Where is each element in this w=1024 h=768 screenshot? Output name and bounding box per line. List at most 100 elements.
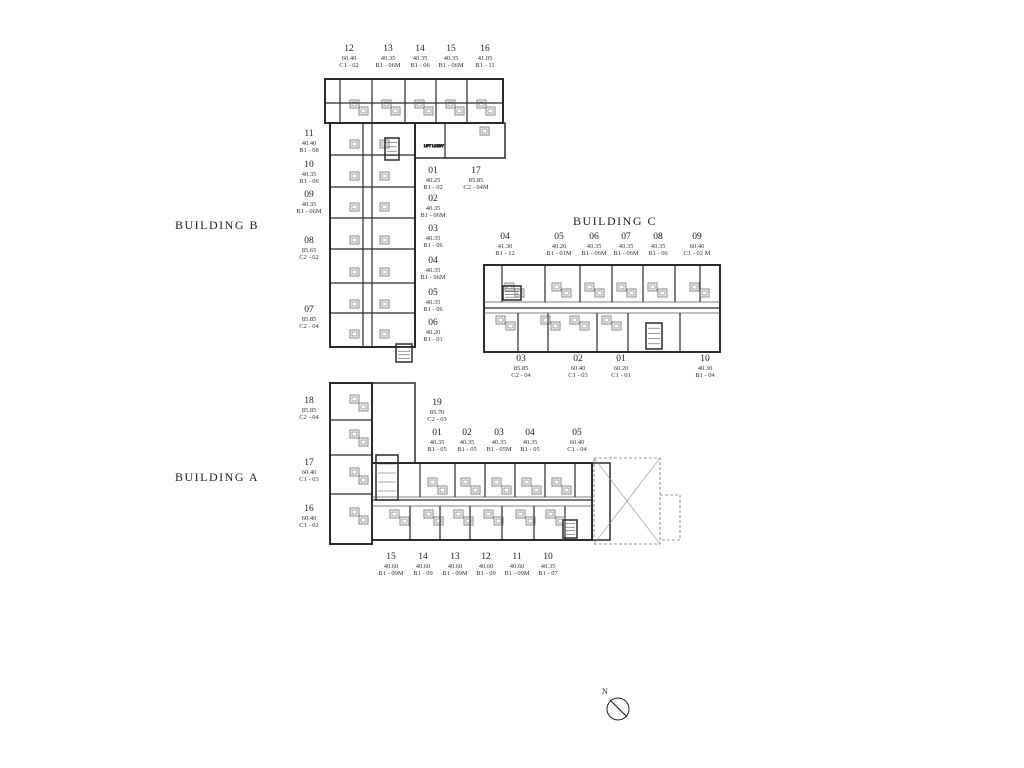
building-a-dashed-annex <box>660 494 681 541</box>
unit-type: B1 - 09M <box>378 569 404 577</box>
unit-type: B1 - 06M <box>438 61 464 69</box>
unit-number: 19 <box>432 398 442 408</box>
unit-area: 40.35 <box>425 234 441 242</box>
unit-number: 16 <box>304 504 314 514</box>
unit-type: B1 - 09 <box>476 569 496 577</box>
unit-area: 40.35 <box>459 438 475 446</box>
unit-type: B1 - 06M <box>375 61 401 69</box>
unit-type: B1 - 09 <box>413 569 433 577</box>
north-arrow-icon <box>606 697 630 721</box>
unit-type: B1 - 07 <box>538 569 558 577</box>
unit-type: C2 - 04 <box>511 371 531 379</box>
unit-number: 10 <box>304 160 314 170</box>
unit-type: C2 - 04 <box>299 322 319 330</box>
unit-area: 40.40 <box>301 139 317 147</box>
unit-number: 04 <box>525 428 535 438</box>
unit-type: B1 - 01M <box>546 249 572 257</box>
unit-area: 40.35 <box>301 200 317 208</box>
building-b-lower-core <box>395 343 413 363</box>
unit-number: 14 <box>418 552 428 562</box>
unit-area: 85.70 <box>429 408 445 416</box>
unit-number: 07 <box>304 305 314 315</box>
unit-type: C1 - 03 <box>299 475 319 483</box>
unit-area: 85.85 <box>301 315 317 323</box>
unit-number: 01 <box>432 428 442 438</box>
unit-number: 17 <box>304 458 314 468</box>
unit-area: 40.60 <box>383 562 399 570</box>
unit-area: 40.20 <box>425 328 441 336</box>
unit-area: 40.60 <box>509 562 525 570</box>
unit-type: C2 - 02 <box>299 253 319 261</box>
building-a-end-core <box>562 519 578 539</box>
unit-type: B1 - 11 <box>475 61 495 69</box>
building-b-stair-core <box>384 137 400 161</box>
unit-area: 40.35 <box>618 242 634 250</box>
unit-number: 02 <box>573 354 583 364</box>
lift-lobby-text: LIFT LOBBY <box>424 144 444 148</box>
unit-number: 04 <box>428 256 438 266</box>
unit-type: B1 - 08 <box>299 146 319 154</box>
unit-number: 15 <box>386 552 396 562</box>
unit-area: 85.85 <box>513 364 529 372</box>
unit-number: 12 <box>344 44 354 54</box>
unit-number: 08 <box>304 236 314 246</box>
unit-area: 85.85 <box>468 176 484 184</box>
unit-area: 40.20 <box>551 242 567 250</box>
unit-number: 06 <box>589 232 599 242</box>
unit-number: 03 <box>428 224 438 234</box>
unit-area: 40.35 <box>425 266 441 274</box>
unit-number: 09 <box>304 190 314 200</box>
unit-number: 02 <box>462 428 472 438</box>
unit-area: 40.35 <box>650 242 666 250</box>
unit-type: C1 - 01 <box>611 371 631 379</box>
building-a-dashed-block <box>593 457 661 545</box>
unit-type: C1 - 02 <box>339 61 359 69</box>
unit-area: 60.40 <box>569 438 585 446</box>
unit-type: C1 - 02 M <box>683 249 711 257</box>
unit-area: 40.30 <box>697 364 713 372</box>
unit-number: 02 <box>428 194 438 204</box>
unit-area: 85.65 <box>301 246 317 254</box>
unit-type: B1 - 09M <box>504 569 530 577</box>
unit-type: B1 - 05 <box>427 445 447 453</box>
unit-number: 05 <box>572 428 582 438</box>
unit-area: 40.35 <box>491 438 507 446</box>
unit-number: 11 <box>304 129 314 139</box>
unit-area: 40.35 <box>301 170 317 178</box>
unit-number: 11 <box>512 552 522 562</box>
unit-type: B1 - 05M <box>486 445 512 453</box>
unit-type: B1 - 02 <box>423 183 443 191</box>
unit-number: 05 <box>554 232 564 242</box>
unit-type: C2 - 04M <box>463 183 489 191</box>
unit-area: 40.60 <box>415 562 431 570</box>
unit-type: B1 - 06 <box>410 61 430 69</box>
building-c-title: BUILDING C <box>573 214 657 228</box>
unit-area: 60.40 <box>301 468 317 476</box>
unit-area: 40.35 <box>540 562 556 570</box>
unit-area: 60.40 <box>689 242 705 250</box>
unit-area: 40.35 <box>425 298 441 306</box>
unit-number: 07 <box>621 232 631 242</box>
